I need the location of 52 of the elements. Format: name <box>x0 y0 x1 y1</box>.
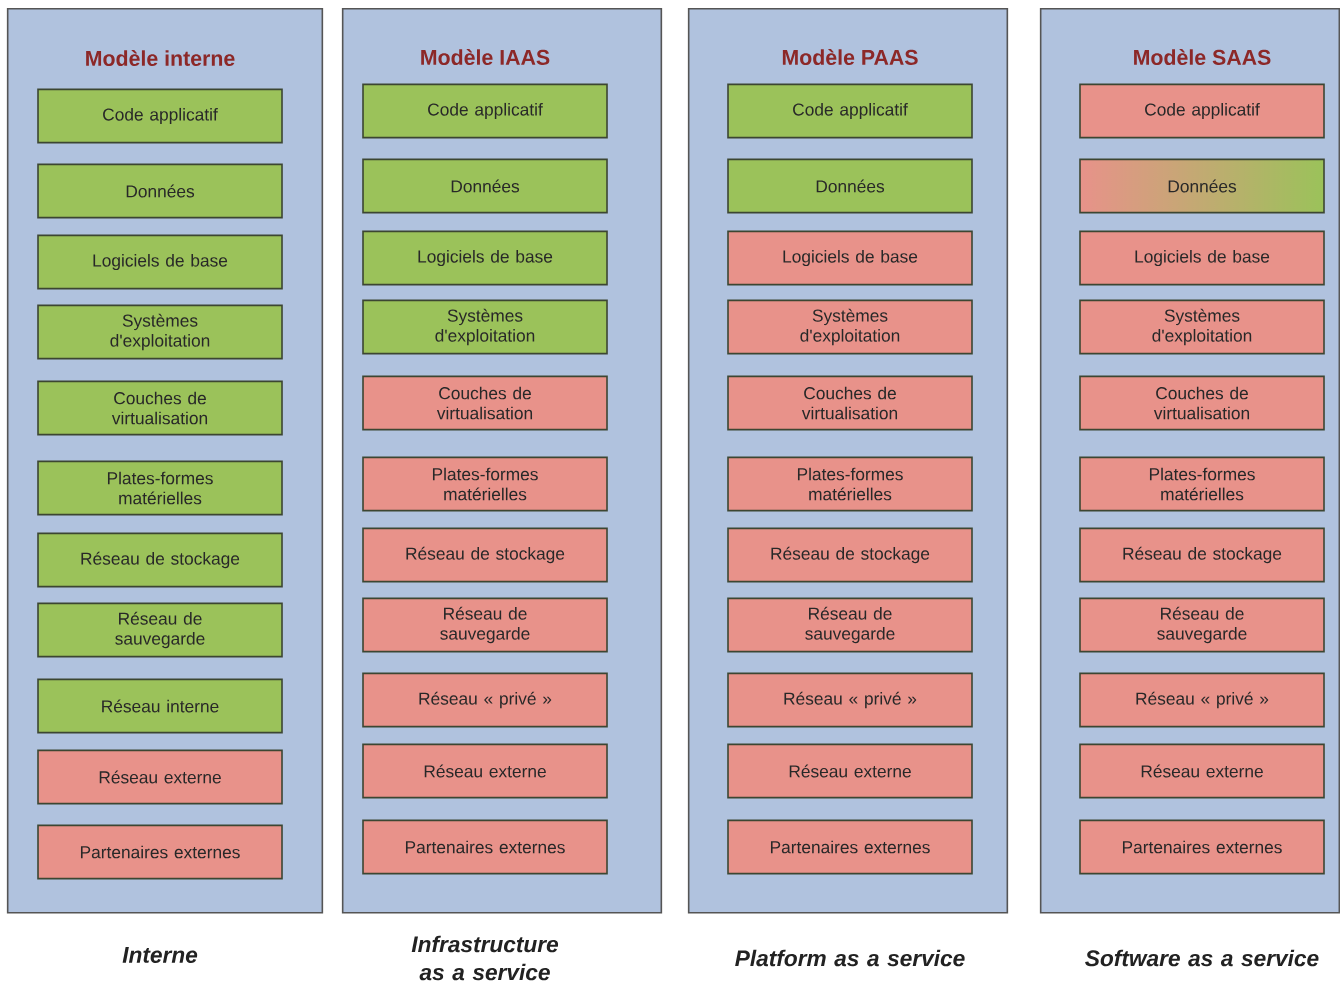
layer-box: Logiciels de base <box>37 234 283 290</box>
layer-box: Réseau de sauvegarde <box>37 602 283 658</box>
layer-box: Réseau de stockage <box>727 527 973 583</box>
layer-box: Couches de virtualisation <box>727 375 973 431</box>
layer-box: Logiciels de base <box>1079 230 1325 286</box>
column-caption: Interne <box>122 947 198 963</box>
column-caption: Infrastructure as a service <box>411 935 559 981</box>
layer-box: Systèmes d'exploitation <box>1079 299 1325 355</box>
layer-box: Systèmes d'exploitation <box>362 299 608 355</box>
layer-box: Partenaires externes <box>37 824 283 880</box>
layer-box: Données <box>37 163 283 219</box>
layer-box: Code applicatif <box>1079 83 1325 139</box>
layer-box: Réseau de stockage <box>37 532 283 588</box>
layer-box: Réseau de stockage <box>362 527 608 583</box>
layer-box: Code applicatif <box>37 88 283 144</box>
layer-box: Réseau « privé » <box>1079 672 1325 728</box>
layer-box: Réseau externe <box>362 743 608 799</box>
layer-box: Réseau externe <box>37 749 283 805</box>
layer-box: Plates-formes matérielles <box>1079 456 1325 512</box>
layer-box: Plates-formes matérielles <box>362 456 608 512</box>
layer-box: Code applicatif <box>727 83 973 139</box>
layer-box: Réseau « privé » <box>362 672 608 728</box>
layer-box: Réseau externe <box>1079 743 1325 799</box>
panel-heading: Modèle IAAS <box>421 49 550 65</box>
layer-box: Logiciels de base <box>362 230 608 286</box>
panel-heading: Modèle SAAS <box>1134 49 1271 65</box>
layer-box: Données <box>1079 158 1325 214</box>
layer-box: Code applicatif <box>362 83 608 139</box>
layer-box: Réseau interne <box>37 678 283 734</box>
layer-box: Couches de virtualisation <box>362 375 608 431</box>
column-caption: Software as a service <box>1085 949 1319 967</box>
layer-box: Couches de virtualisation <box>1079 375 1325 431</box>
layer-box: Partenaires externes <box>1079 819 1325 875</box>
column-caption: Platform as a service <box>735 949 965 967</box>
layer-box: Systèmes d'exploitation <box>727 299 973 355</box>
layer-box: Couches de virtualisation <box>37 380 283 436</box>
layer-box: Réseau de sauvegarde <box>727 597 973 653</box>
panel-heading: Modèle interne <box>86 50 235 66</box>
layer-box: Réseau externe <box>727 743 973 799</box>
layer-box: Réseau « privé » <box>727 672 973 728</box>
layer-box: Systèmes d'exploitation <box>37 304 283 360</box>
layer-box: Logiciels de base <box>727 230 973 286</box>
panel-heading: Modèle PAAS <box>782 49 918 65</box>
layer-box: Réseau de stockage <box>1079 527 1325 583</box>
layer-box: Partenaires externes <box>727 819 973 875</box>
layer-box: Données <box>727 158 973 214</box>
layer-box: Données <box>362 158 608 214</box>
layer-box: Plates-formes matérielles <box>37 460 283 516</box>
layer-box: Plates-formes matérielles <box>727 456 973 512</box>
layer-box: Réseau de sauvegarde <box>1079 597 1325 653</box>
layer-box: Partenaires externes <box>362 819 608 875</box>
layer-box: Réseau de sauvegarde <box>362 597 608 653</box>
